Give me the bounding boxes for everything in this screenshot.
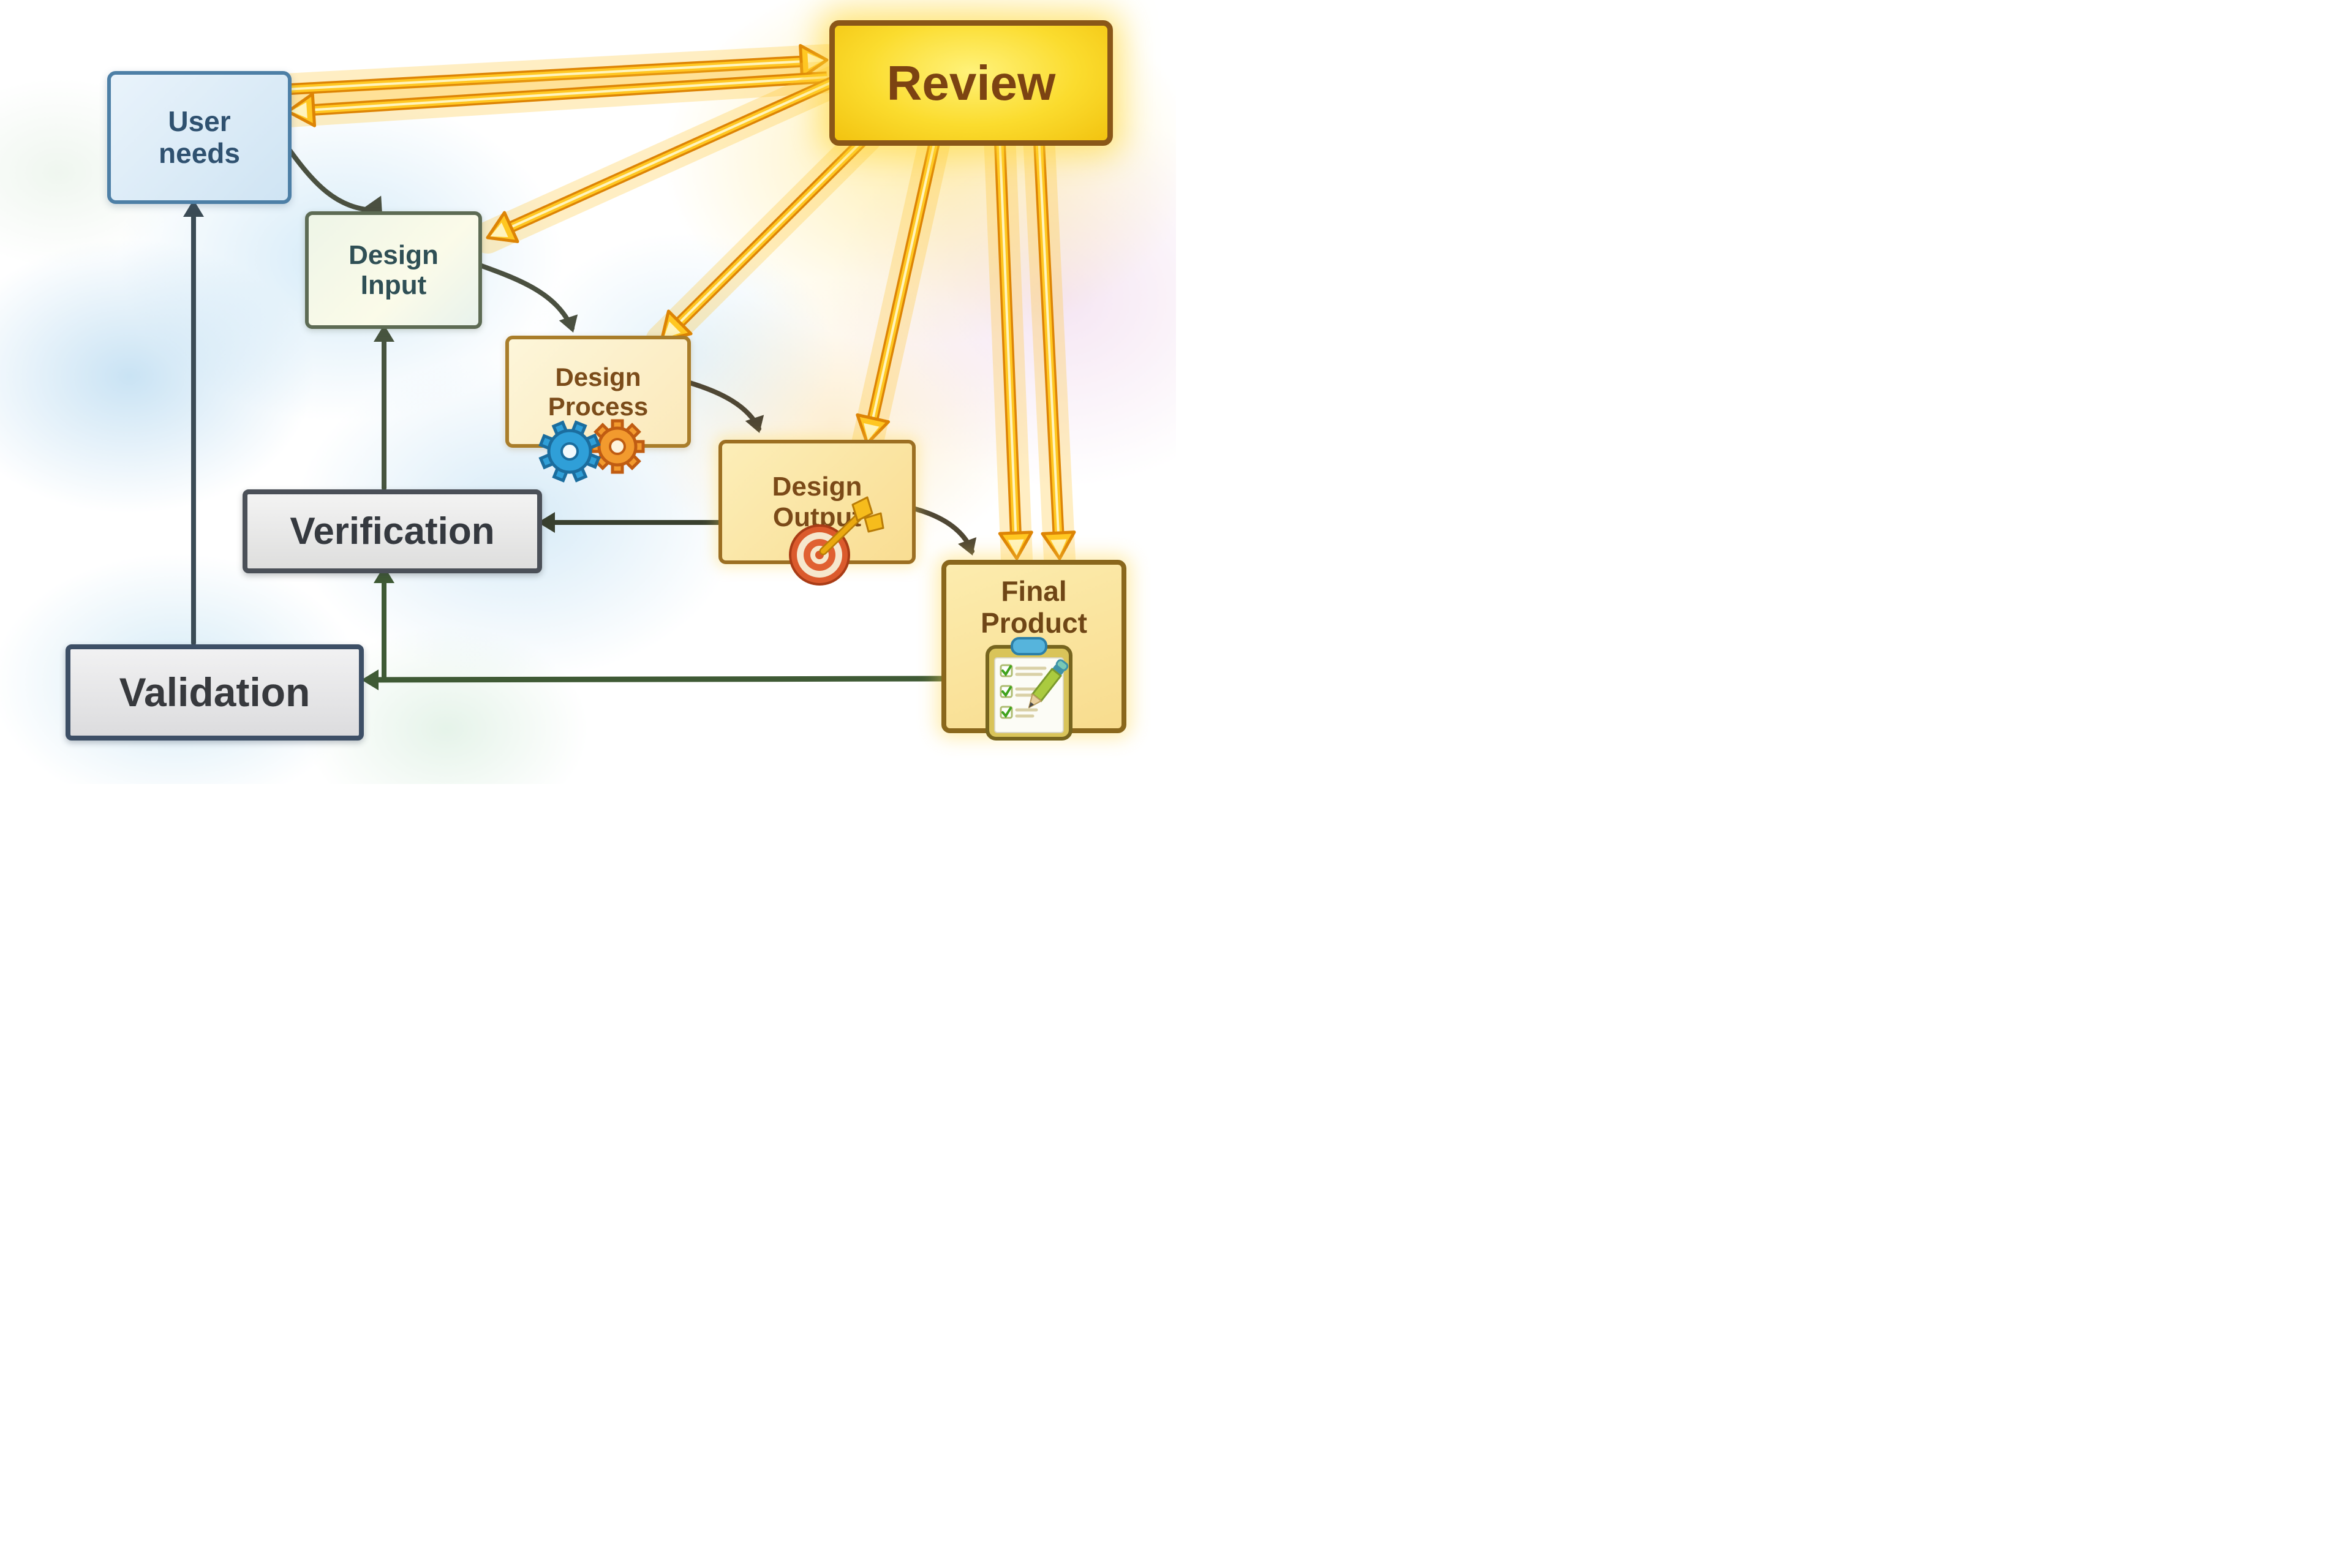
- node-user-needs: User needs: [107, 71, 292, 204]
- node-validation-label: Validation: [119, 669, 311, 715]
- node-design-process-label: Design Process: [548, 363, 649, 421]
- node-design-input: Design Input: [305, 211, 482, 329]
- gear-orange: [590, 419, 645, 474]
- design-process-diagram: User needs Review Design Input Design Pr…: [0, 0, 1176, 784]
- gear-blue: [538, 420, 601, 483]
- node-verification: Verification: [243, 489, 542, 573]
- icon-layer: [538, 419, 1072, 741]
- pencil-icon: [1028, 659, 1069, 709]
- node-design-input-label: Design Input: [349, 239, 439, 300]
- node-user-needs-label: User needs: [159, 105, 240, 169]
- node-review: Review: [829, 20, 1113, 146]
- node-review-label: Review: [886, 55, 1056, 110]
- node-validation: Validation: [66, 644, 364, 741]
- node-verification-label: Verification: [290, 510, 495, 552]
- node-final-product-label: Final Product: [981, 575, 1087, 639]
- checklist-rows: [1000, 664, 1047, 719]
- target-dart-icon: [789, 496, 884, 586]
- gears-icon: [538, 419, 645, 483]
- arrow-layer: [183, 43, 1076, 690]
- checklist-clipboard-icon: [986, 637, 1072, 741]
